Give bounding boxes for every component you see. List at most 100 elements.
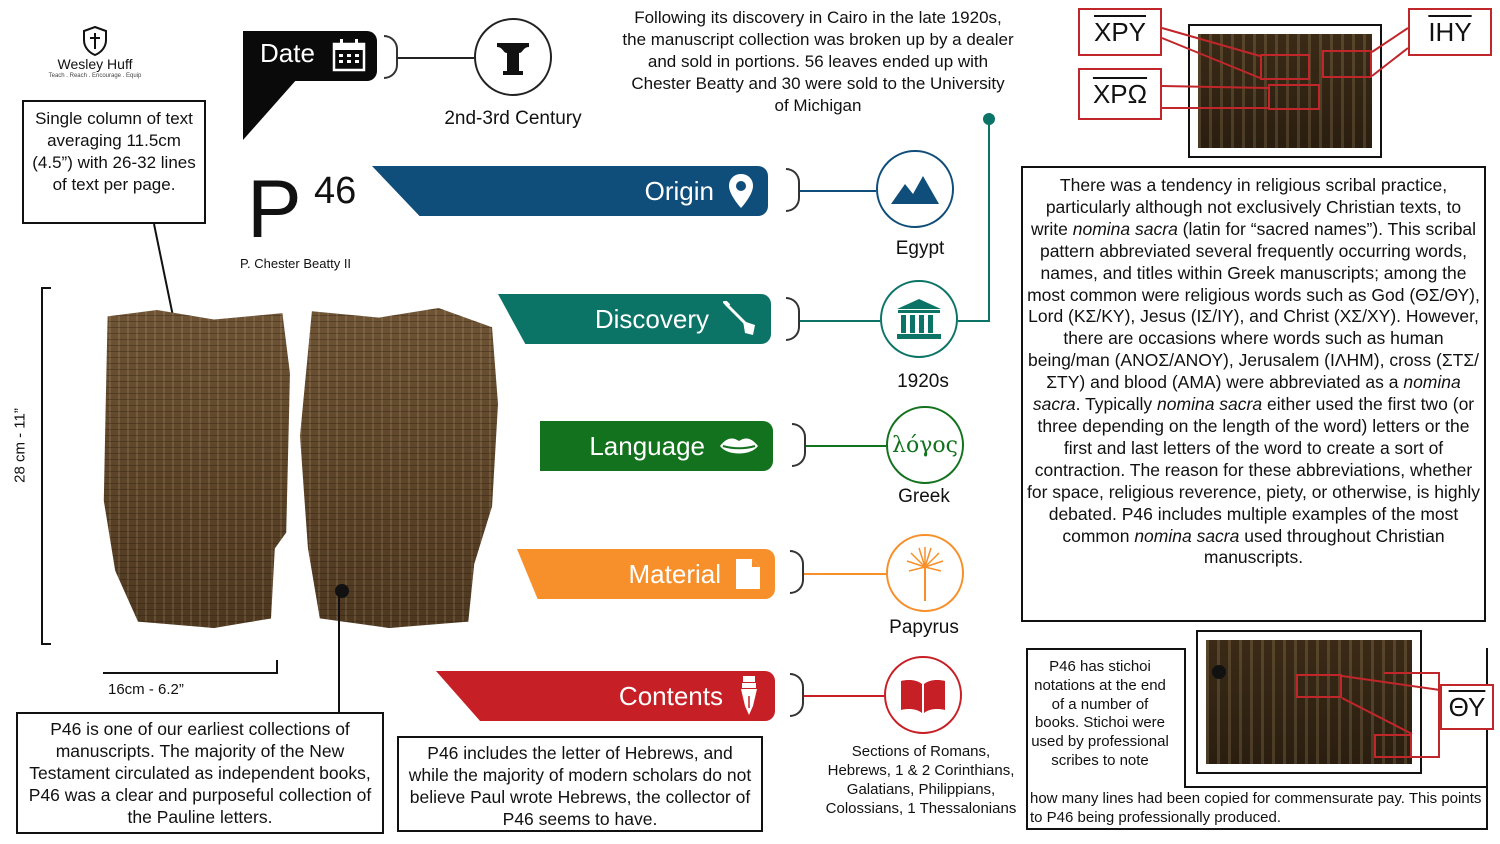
banner-contents: Contents xyxy=(436,671,775,721)
collection-pointer xyxy=(338,596,340,712)
material-value: Papyrus xyxy=(889,617,959,638)
banner-discovery: Discovery xyxy=(498,294,771,344)
discovery-note-vline xyxy=(988,124,990,321)
contents-circle xyxy=(884,656,962,734)
discovery-note-hline xyxy=(958,320,990,322)
banner-language: Language xyxy=(540,421,773,471)
discovery-circle xyxy=(880,280,958,358)
logo-tagline: Teach . Reach . Encourage . Equip xyxy=(48,73,142,79)
calendar-icon xyxy=(332,39,366,72)
banner-material-label: Material xyxy=(628,558,721,589)
shield-cross-icon xyxy=(83,26,107,56)
stichoi-connectors xyxy=(1341,675,1441,735)
height-label: 28 cm - 11” xyxy=(11,408,29,483)
banner-contents-label: Contents xyxy=(618,680,723,711)
banner-language-label: Language xyxy=(589,430,705,461)
date-value: 2nd-3rd Century xyxy=(444,108,582,129)
origin-connector xyxy=(800,190,876,192)
nomina-text-3: . Typically xyxy=(1075,394,1158,415)
label-xpy-text: ΧΡΥ xyxy=(1093,16,1147,47)
document-icon xyxy=(736,559,760,589)
nomina-italic-3: nomina sacra xyxy=(1157,394,1263,415)
papyrus-right-dot xyxy=(335,584,349,598)
logo-name: Wesley Huff xyxy=(57,56,133,72)
collection-note-text: P46 is one of our earliest collections o… xyxy=(28,719,372,827)
logo: Wesley Huff Teach . Reach . Encourage . … xyxy=(40,26,150,86)
label-xpo-text: ΧΡΩ xyxy=(1092,78,1148,109)
nomina-text-4: either used the first two (or three depe… xyxy=(1027,394,1480,546)
stichoi-manuscript xyxy=(1206,640,1412,764)
banner-origin: Origin xyxy=(372,166,768,216)
nomina-sacra-note: There was a tendency in religious scriba… xyxy=(1021,166,1486,622)
open-book-icon xyxy=(901,680,945,713)
stichoi-frame-step-v xyxy=(1184,648,1186,788)
banner-origin-label: Origin xyxy=(644,175,714,206)
label-thy: ΘΥ xyxy=(1440,684,1494,730)
column-note: Single column of text averaging 11.5cm (… xyxy=(22,100,206,224)
contents-value: Sections of Romans, Hebrews, 1 & 2 Corin… xyxy=(825,743,1017,817)
nomina-italic-4: nomina sacra xyxy=(1134,525,1240,546)
material-connector xyxy=(804,573,886,575)
stichoi-note-bottom: how many lines had been copied for comme… xyxy=(1030,790,1482,826)
museum-icon xyxy=(897,299,941,339)
hebrews-note-text: P46 includes the letter of Hebrews, and … xyxy=(408,743,752,829)
title-superscript: 46 xyxy=(314,170,357,212)
papyrus-plant-icon xyxy=(906,547,944,601)
material-brace xyxy=(790,550,804,594)
hebrews-note: P46 includes the letter of Hebrews, and … xyxy=(397,736,763,832)
nomina-text-2: (latin for “sacred names”). This scribal… xyxy=(1027,218,1480,393)
map-pin-icon xyxy=(729,174,753,208)
nomina-italic-1: nomina sacra xyxy=(1072,218,1178,239)
discovery-note: Following its discovery in Cairo in the … xyxy=(622,8,1014,115)
papyrus-right-page xyxy=(300,308,498,628)
language-connector xyxy=(806,445,886,447)
contents-brace xyxy=(790,673,804,717)
collection-note: P46 is one of our earliest collections o… xyxy=(16,712,384,834)
width-ruler xyxy=(103,660,278,674)
label-ihy-text: ΙΗΥ xyxy=(1428,16,1472,47)
nomina-italic-2: nomina sacra xyxy=(1032,372,1461,415)
highlight-xpo xyxy=(1268,84,1320,110)
nomina-text-5: used throughout Christian manuscripts. xyxy=(1203,525,1445,568)
material-circle xyxy=(886,534,964,612)
origin-brace xyxy=(786,168,800,212)
lips-icon xyxy=(720,438,758,454)
stichoi-note-frame xyxy=(1026,648,1488,830)
logos-text-icon: λόγος xyxy=(892,432,958,458)
nomina-text-1: There was a tendency in religious scriba… xyxy=(1030,175,1462,239)
label-thy-text: ΘΥ xyxy=(1448,691,1486,722)
pen-nib-icon xyxy=(741,676,757,715)
stichoi-note-top: P46 has stichoi notations at the end of … xyxy=(1031,658,1169,769)
stichoi-frame-step-h xyxy=(1184,786,1486,788)
title-letter: P xyxy=(247,164,302,255)
stichoi-dot xyxy=(1212,665,1226,679)
language-brace xyxy=(792,423,806,467)
label-xpy: ΧΡΥ xyxy=(1078,8,1162,56)
highlight-ihy xyxy=(1322,50,1372,78)
discovery-note-dot xyxy=(983,113,995,125)
contents-connector xyxy=(804,695,884,697)
width-label: 16cm - 6.2” xyxy=(108,681,184,698)
stichoi-frame-topleft xyxy=(1026,648,1186,650)
height-ruler xyxy=(41,287,51,645)
banner-discovery-label: Discovery xyxy=(594,303,709,334)
highlight-right-bracket xyxy=(1384,672,1440,758)
date-label: Date xyxy=(260,38,315,68)
mountains-icon xyxy=(891,176,939,204)
language-value: Greek xyxy=(898,486,950,507)
papyrus-left-page xyxy=(103,310,290,628)
discovery-value: 1920s xyxy=(897,371,949,392)
label-xpo: ΧΡΩ xyxy=(1078,68,1162,120)
title-subtitle: P. Chester Beatty II xyxy=(240,256,352,271)
nomina-manuscript-top xyxy=(1198,34,1372,148)
nomina-connectors-top xyxy=(1161,27,1409,109)
date-connector xyxy=(398,57,474,59)
column-capital-icon xyxy=(497,43,529,75)
discovery-brace xyxy=(786,297,800,341)
origin-value: Egypt xyxy=(895,238,945,259)
discovery-connector xyxy=(800,320,880,322)
shovel-icon xyxy=(723,301,755,335)
highlight-thy-1 xyxy=(1296,674,1342,698)
origin-circle xyxy=(876,150,954,228)
label-ihy: ΙΗΥ xyxy=(1408,8,1492,56)
